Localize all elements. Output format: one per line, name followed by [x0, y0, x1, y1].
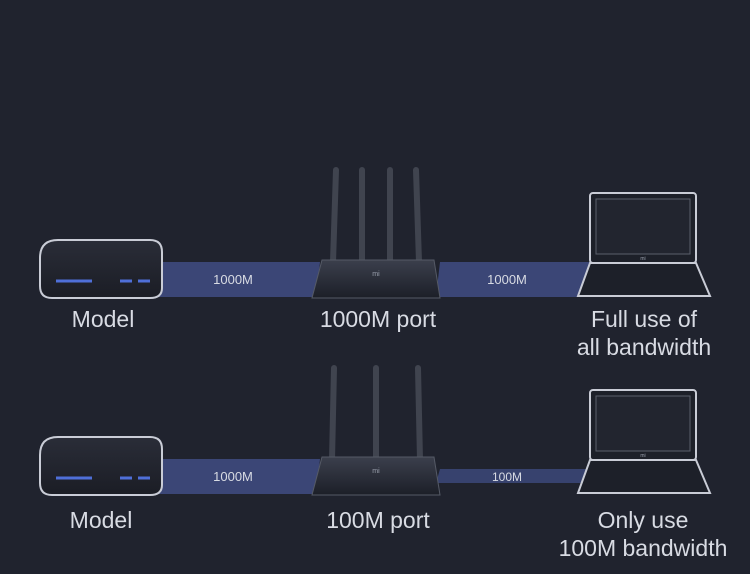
router-logo: mi — [372, 271, 380, 278]
modem-icon — [39, 239, 163, 299]
result-label-line-1: Full use of — [590, 306, 698, 332]
laptop-icon: mi — [576, 389, 712, 494]
cable-router-to-laptop — [436, 469, 590, 483]
cable-left-speed-label: 1000M — [213, 469, 253, 484]
cable-router-to-laptop — [436, 262, 596, 297]
router-port-label: 1000M port — [319, 306, 437, 332]
cable-left-speed-label: 1000M — [213, 272, 253, 287]
laptop-icon: mi — [576, 192, 712, 297]
modem-icon — [39, 436, 163, 496]
modem-label: Model — [69, 507, 133, 533]
result-label-line-1: Only use — [597, 507, 689, 533]
router-port-label: 100M port — [326, 507, 430, 533]
row-full-bandwidth: 1000M 1000M mi mi — [39, 167, 712, 299]
cable-right-speed-label: 100M — [492, 470, 522, 484]
router-icon: mi — [311, 167, 441, 299]
router-icon: mi — [311, 365, 441, 496]
result-label: Full use of all bandwidth — [540, 305, 748, 361]
row-limited-bandwidth: 1000M 100M mi mi — [39, 365, 712, 496]
router-logo: mi — [372, 468, 380, 475]
cable-modem-to-router — [156, 459, 320, 494]
laptop-logo: mi — [640, 453, 645, 459]
cable-modem-to-router — [156, 262, 320, 297]
laptop-logo: mi — [640, 256, 645, 262]
cable-right-speed-label: 1000M — [487, 272, 527, 287]
result-label-line-2: all bandwidth — [576, 334, 712, 360]
result-label: Only use 100M bandwidth — [540, 506, 746, 562]
result-label-line-2: 100M bandwidth — [558, 535, 728, 561]
modem-label: Model — [71, 306, 135, 332]
